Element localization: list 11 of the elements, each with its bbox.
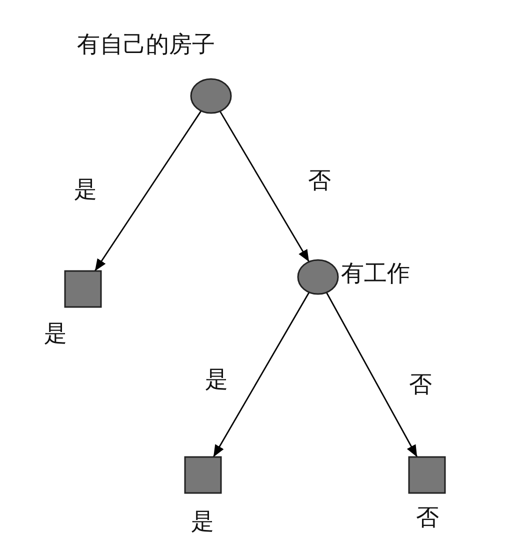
arrow <box>326 292 418 458</box>
node-label: 是 <box>191 509 214 535</box>
node-label: 是 <box>44 321 67 347</box>
node-label: 否 <box>416 505 439 531</box>
node-label: 有自己的房子 <box>77 32 215 58</box>
arrow <box>94 110 202 272</box>
arrow <box>212 292 310 458</box>
arrow <box>219 110 310 262</box>
edge-label: 否 <box>306 168 333 194</box>
edge-label: 否 <box>407 372 434 398</box>
node-label: 有工作 <box>341 261 410 287</box>
